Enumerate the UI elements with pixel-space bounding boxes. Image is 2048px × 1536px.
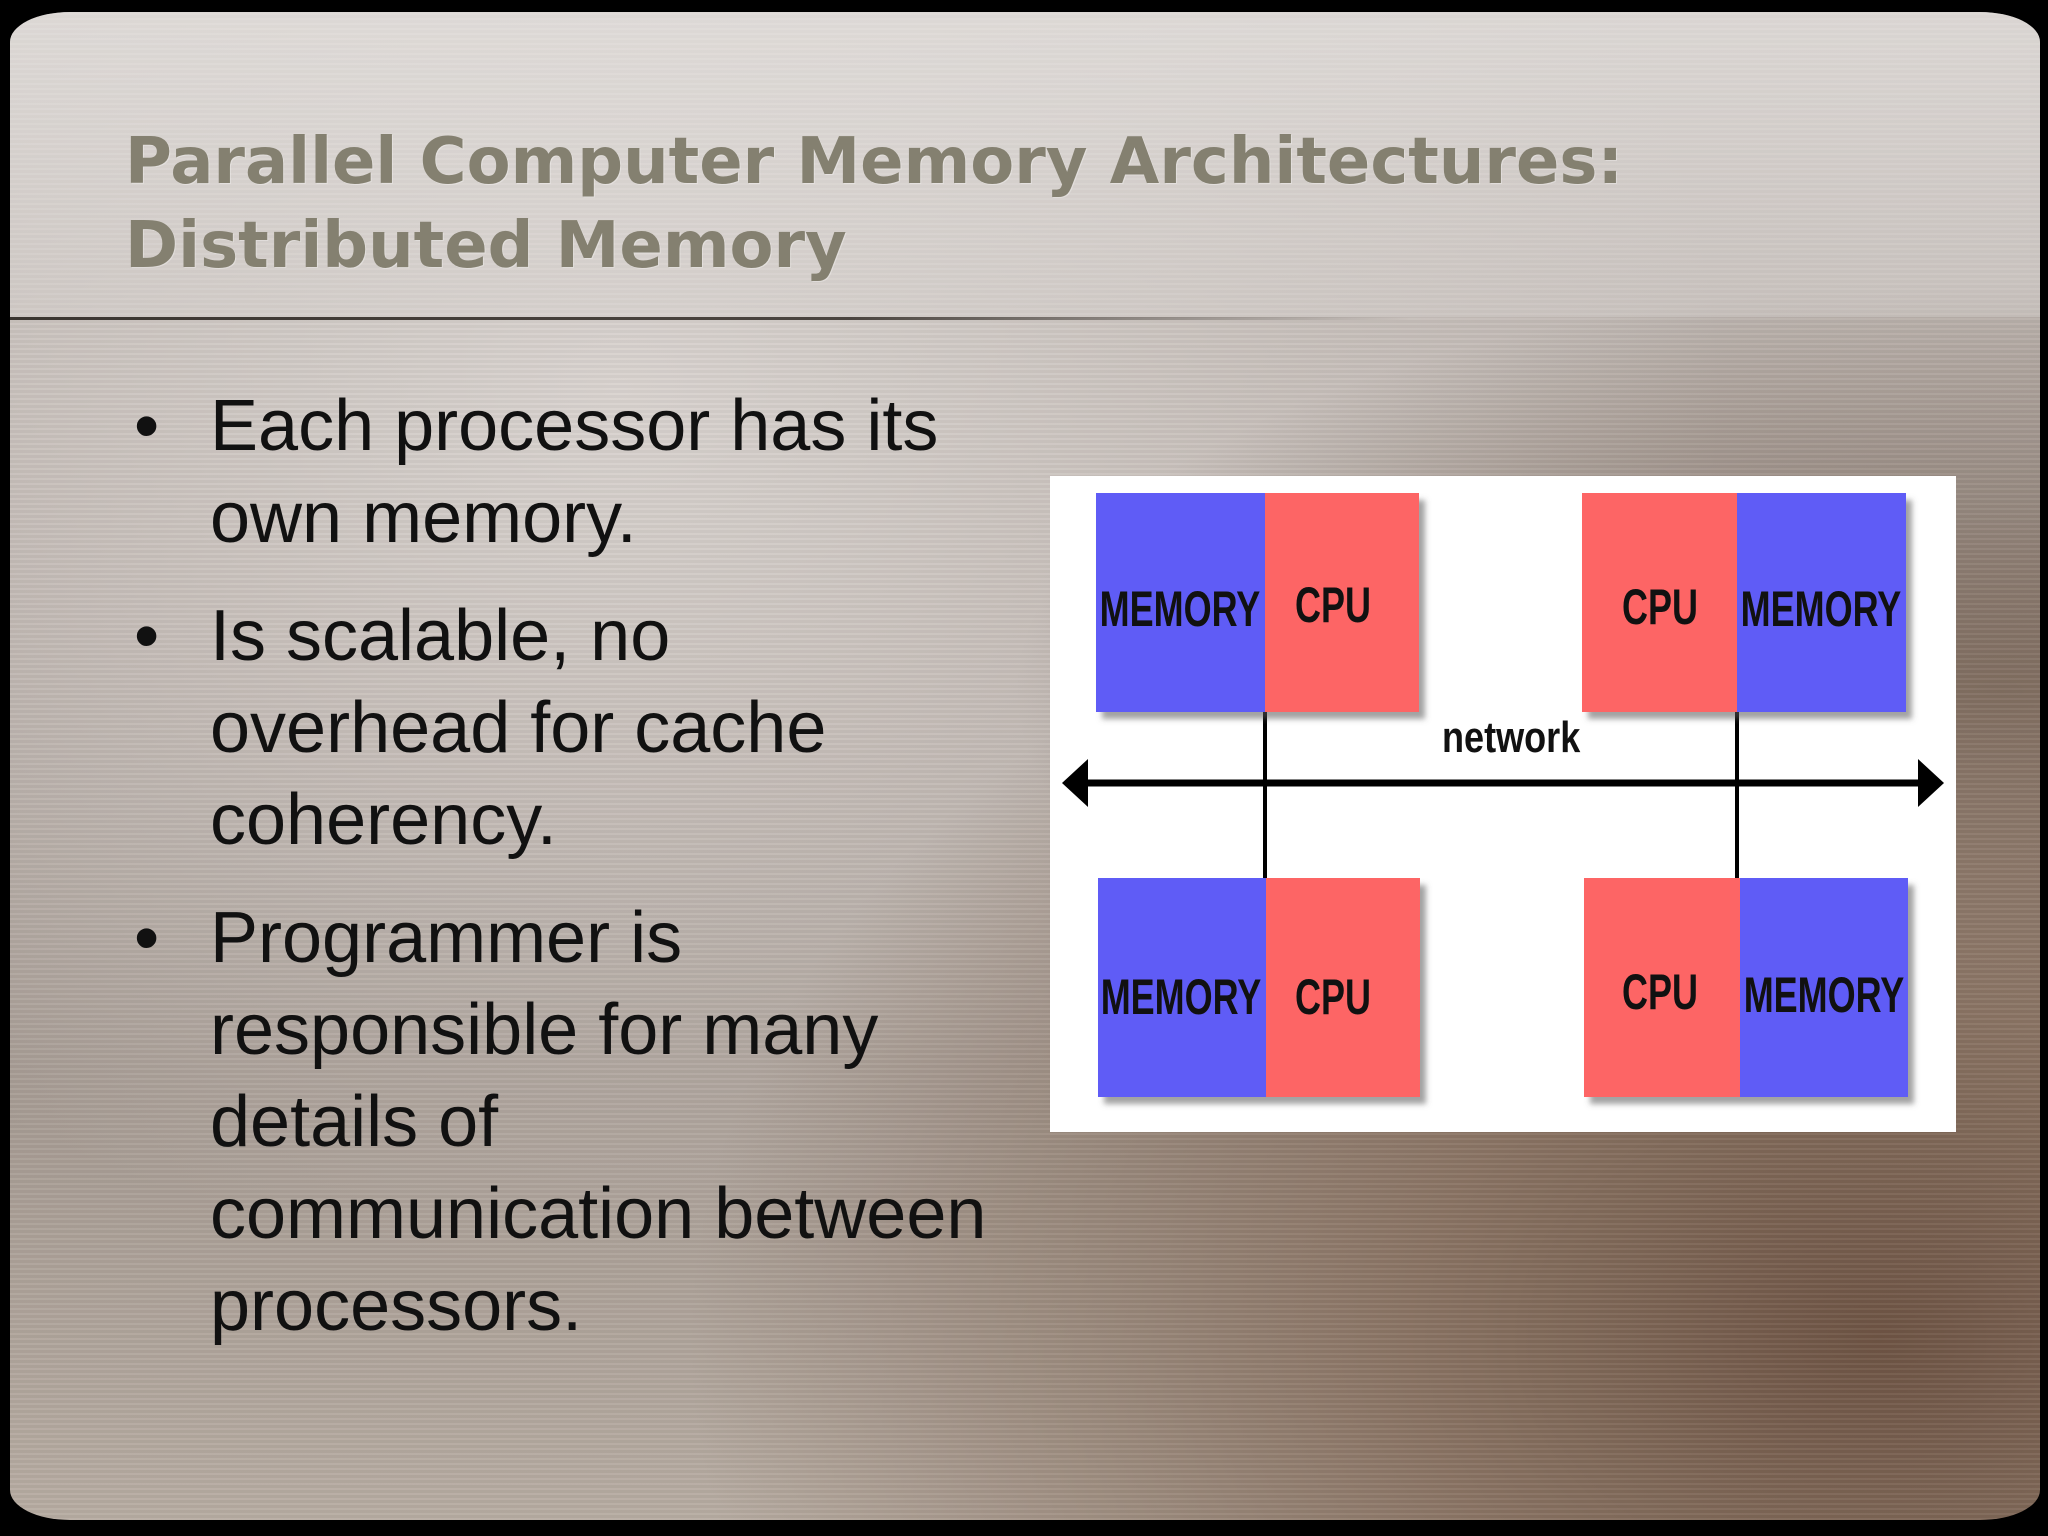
header-band xyxy=(10,12,2040,317)
cpu-label: CPU xyxy=(1295,970,1371,1025)
arrow-right-icon xyxy=(1918,759,1944,807)
node-bottom-left xyxy=(1098,878,1420,1097)
node-bottom-right xyxy=(1584,878,1908,1097)
header-rule xyxy=(10,317,1410,320)
cpu-block xyxy=(1582,493,1737,712)
memory-label: MEMORY xyxy=(1100,582,1261,637)
bullet-text: Programmer is responsible for many detai… xyxy=(210,898,987,1346)
bullet-item: • Is scalable, no overhead for cache coh… xyxy=(128,590,988,866)
bullet-dot: • xyxy=(134,386,160,466)
memory-label: MEMORY xyxy=(1741,582,1902,637)
bullet-item: • Each processor has its own memory. xyxy=(128,380,988,564)
memory-label: MEMORY xyxy=(1744,968,1905,1023)
memory-label: MEMORY xyxy=(1101,970,1262,1025)
memory-block xyxy=(1737,493,1906,712)
distributed-memory-diagram: network MEMORY CPU CPU MEMORY xyxy=(1050,476,1956,1132)
arrow-left-icon xyxy=(1062,759,1088,807)
node-top-left xyxy=(1096,493,1419,712)
bullet-dot: • xyxy=(134,898,160,978)
bullet-text: Is scalable, no overhead for cache coher… xyxy=(210,596,827,860)
diagram-svg: network MEMORY CPU CPU MEMORY xyxy=(1062,493,1944,1097)
memory-block xyxy=(1740,878,1908,1097)
node-top-right xyxy=(1582,493,1906,712)
slide: Parallel Computer Memory Architectures: … xyxy=(10,12,2040,1520)
bullet-text: Each processor has its own memory. xyxy=(210,386,939,558)
cpu-block xyxy=(1266,878,1420,1097)
title-line-2: Distributed Memory xyxy=(125,209,847,283)
cpu-label: CPU xyxy=(1622,965,1698,1020)
cpu-label: CPU xyxy=(1622,580,1698,635)
cpu-block xyxy=(1265,493,1419,712)
bullet-dot: • xyxy=(134,596,160,676)
title-line-1: Parallel Computer Memory Architectures: xyxy=(125,125,1624,199)
cpu-label: CPU xyxy=(1295,578,1371,633)
bullet-item: • Programmer is responsible for many det… xyxy=(128,892,988,1352)
network-label: network xyxy=(1442,713,1581,762)
memory-block xyxy=(1098,878,1266,1097)
cpu-block xyxy=(1584,878,1740,1097)
bullet-list: • Each processor has its own memory. • I… xyxy=(128,380,988,1378)
memory-block xyxy=(1096,493,1265,712)
slide-title: Parallel Computer Memory Architectures: … xyxy=(125,120,1925,288)
